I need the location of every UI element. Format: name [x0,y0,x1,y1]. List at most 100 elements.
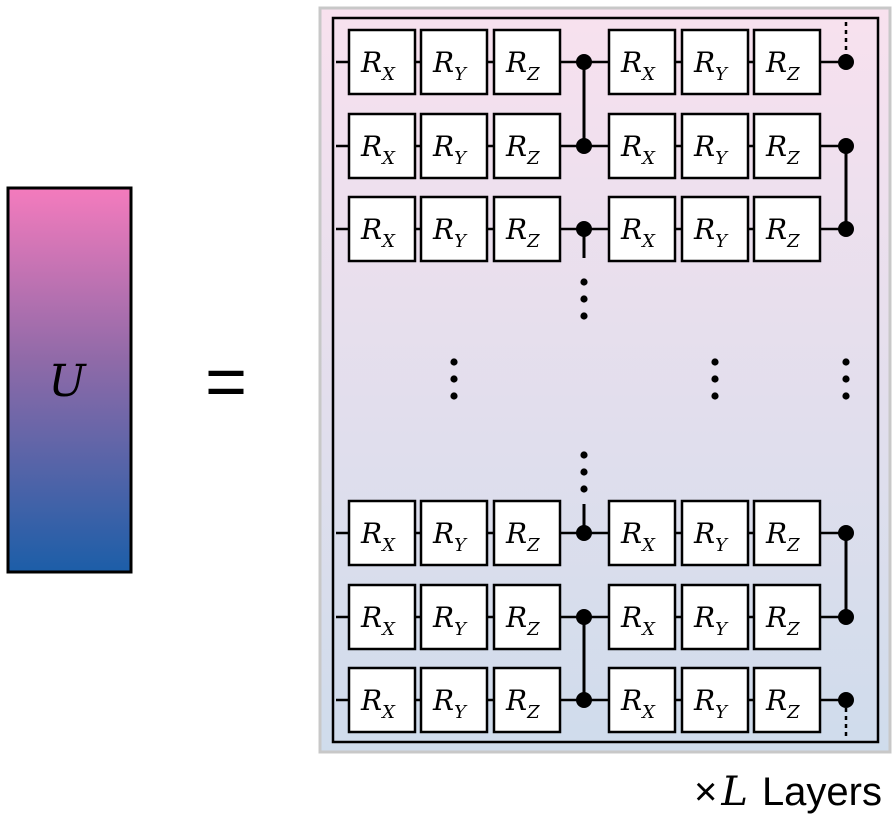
ellipsis-dot [580,278,588,286]
gate-label: RX [620,684,656,723]
ellipsis-dot [580,451,588,459]
gate-label: RX [360,684,396,723]
gate-label: RZ [505,517,540,556]
ellipsis-dot [450,375,458,383]
gate-label: RX [360,517,396,556]
layer-count-symbol: L [720,769,748,815]
rotation-gate [492,112,562,180]
gate-label: RY [432,213,468,252]
rotation-gate [607,112,677,180]
rotation-gate [680,112,750,180]
ellipsis-dot [580,295,588,303]
gate-label: RZ [505,130,540,169]
layer-panel-inner [331,16,880,744]
gate-label: RX [360,601,396,640]
rotation-gate [492,28,562,96]
control-dot [576,692,592,708]
gate-label: RY [693,601,729,640]
rotation-gate [680,28,750,96]
rotation-gate [752,195,822,263]
rotation-gate [492,499,562,567]
rotation-gate [347,195,417,263]
gate-label: RZ [765,213,800,252]
rotation-gate [607,195,677,263]
gate-label: RX [620,213,656,252]
gate-label: RY [693,517,729,556]
control-dot [576,609,592,625]
control-dot [838,221,854,237]
gate-label: RX [620,517,656,556]
rotation-gate [492,195,562,263]
ellipsis-dot [450,358,458,366]
rotation-gate [347,499,417,567]
gate-label: RZ [765,517,800,556]
gate-label: RY [432,46,468,85]
gate-label: RY [432,684,468,723]
ellipsis-dot [842,375,850,383]
gate-label: RX [360,130,396,169]
rotation-gate [492,666,562,734]
rotation-gate [680,583,750,651]
control-dot [838,525,854,541]
gate-label: RZ [765,601,800,640]
gate-label: RZ [765,684,800,723]
control-dot [576,54,592,70]
rotation-gate [347,666,417,734]
rotation-gate [492,583,562,651]
rotation-gate [347,112,417,180]
gate-label: RX [620,130,656,169]
rotation-gate [347,28,417,96]
ellipsis-dot [711,358,719,366]
gate-label: RZ [765,130,800,169]
equals-sign: = [205,342,247,422]
circuit: RX RY RZ RX RY RZ RX RY RZ RX RY RZ RX RY RZ RX RY RZ RX RY… [336,22,854,740]
control-dot [838,138,854,154]
rotation-gate [419,499,489,567]
rotation-gate [607,666,677,734]
rotation-gate [607,499,677,567]
rotation-gate [680,499,750,567]
rotation-gate [752,499,822,567]
gate-label: RY [693,130,729,169]
ellipsis-dot [580,312,588,320]
gate-label: RY [432,130,468,169]
unitary-label: U [48,356,87,407]
ellipsis-dot [450,392,458,400]
ellipsis-dot [580,485,588,493]
gate-label: RZ [765,46,800,85]
rotation-gate [680,195,750,263]
rotation-gate [607,583,677,651]
layers-caption: ×L Layers [694,769,882,815]
rotation-gate [607,28,677,96]
gate-label: RY [432,517,468,556]
gate-label: RX [360,213,396,252]
rotation-gate [419,112,489,180]
rotation-gate [752,666,822,734]
rotation-gate [752,28,822,96]
gate-label: RY [432,601,468,640]
gate-label: RZ [505,213,540,252]
rotation-gate [752,112,822,180]
gate-label: RX [360,46,396,85]
gate-label: RY [693,213,729,252]
layers-word: Layers [762,770,882,814]
control-dot [838,609,854,625]
gate-label: RX [620,601,656,640]
rotation-gate [347,583,417,651]
ellipsis-dot [711,392,719,400]
control-dot [576,221,592,237]
control-dot [838,692,854,708]
rotation-gate [752,583,822,651]
unitary-block [6,186,133,574]
rotation-gate [419,195,489,263]
gate-label: RZ [505,46,540,85]
control-dot [576,138,592,154]
ellipsis-dot [842,358,850,366]
gate-label: RX [620,46,656,85]
times-symbol: × [694,770,717,814]
ellipsis-dot [711,375,719,383]
rotation-gate [419,583,489,651]
gate-label: RZ [505,601,540,640]
rotation-gate [419,28,489,96]
